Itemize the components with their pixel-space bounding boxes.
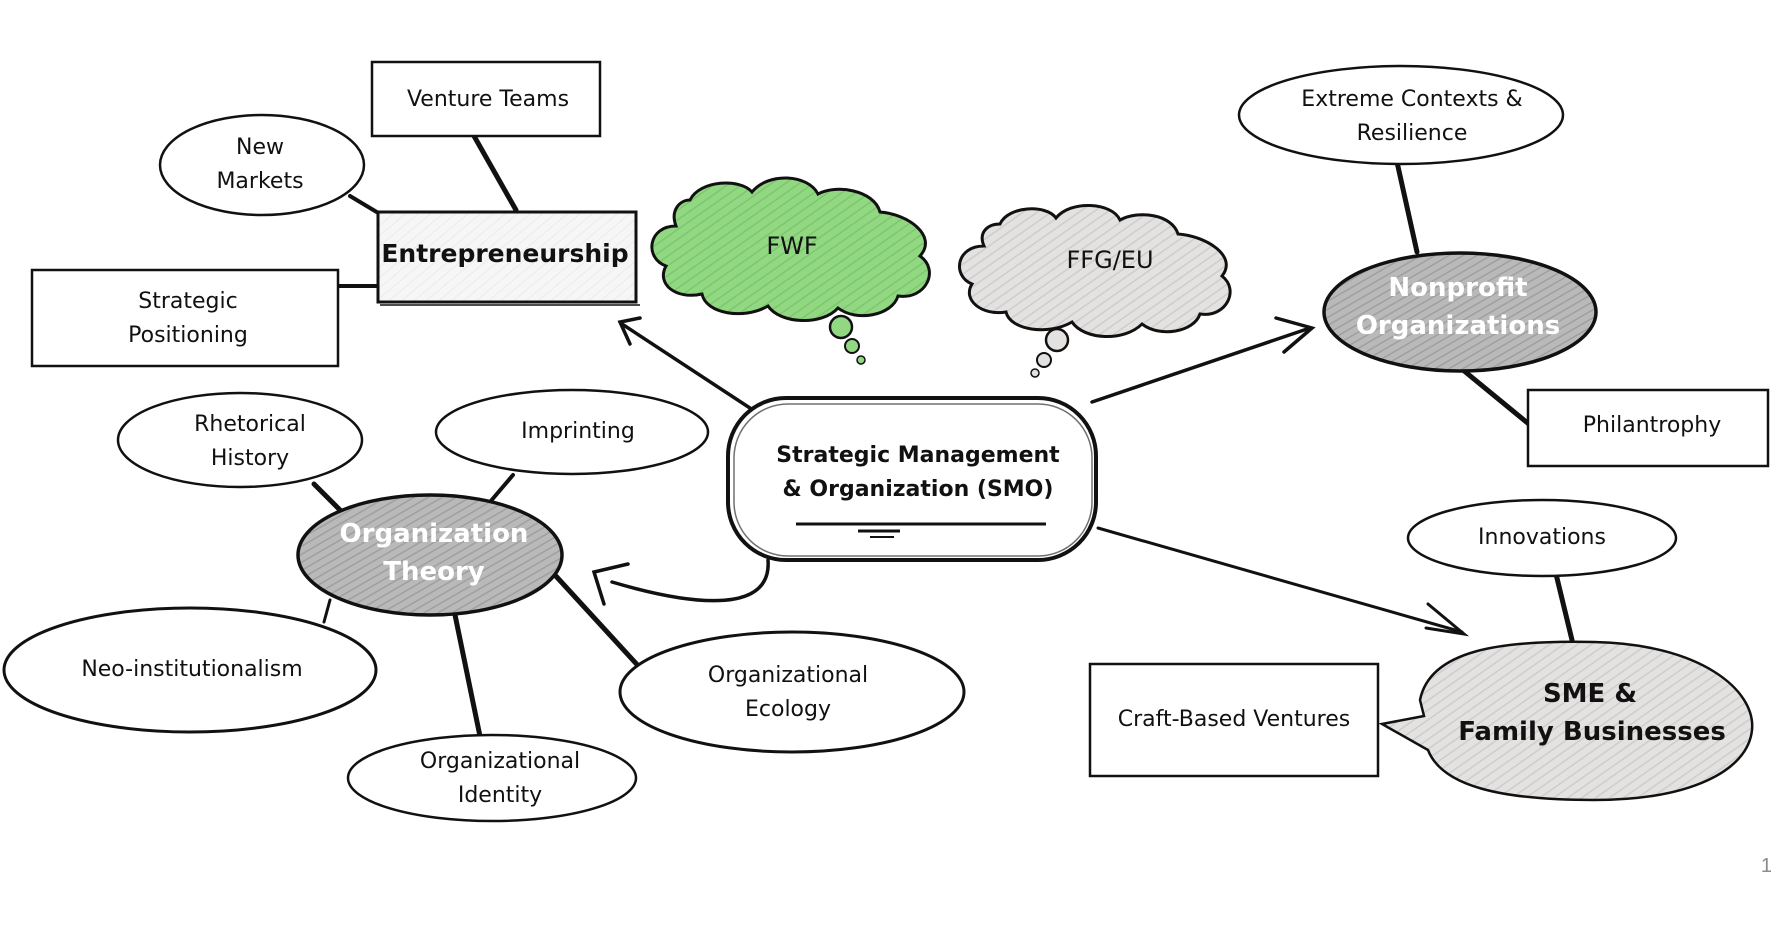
subtopic-imprinting[interactable]: Imprinting	[434, 388, 710, 476]
topic-node-nonprofit[interactable]: Nonprofit Organizations	[1322, 251, 1598, 373]
topic-label-entrepreneurship: Entrepreneurship	[381, 239, 628, 268]
subtopic-box	[30, 268, 340, 368]
connector-innovations	[1553, 571, 1575, 643]
subtopic-philantrophy[interactable]: Philantrophy	[1526, 388, 1770, 468]
subtopic-label-line1: Organizational	[708, 663, 868, 688]
topic-node-entrepreneurship[interactable]: Entrepreneurship	[376, 210, 640, 306]
cloud-shape	[650, 176, 931, 322]
funder-label-fwf: FWF	[766, 232, 817, 260]
connector-venture-teams	[471, 133, 519, 213]
subtopic-box	[1526, 388, 1770, 468]
subtopic-box	[370, 60, 602, 138]
subtopic-new-markets[interactable]: New Markets	[158, 113, 366, 217]
subtopic-label: Imprinting	[521, 419, 635, 444]
subtopic-label: Innovations	[1478, 525, 1606, 550]
subtopic-label-line2: Identity	[458, 783, 542, 808]
center-node-shape	[726, 396, 1098, 562]
subtopic-label-line1: Extreme Contexts &	[1301, 87, 1522, 112]
nonprofit-cluster: Extreme Contexts & Resilience Nonprofit …	[1237, 64, 1770, 468]
sme-cluster: Innovations Craft-Based Ventures SME & F…	[1088, 498, 1754, 802]
subtopic-innovations[interactable]: Innovations	[1406, 498, 1678, 578]
topic-ellipse	[1322, 251, 1598, 373]
subtopic-label-line2: History	[211, 446, 289, 471]
topic-label-line2: Family Businesses	[1458, 717, 1726, 747]
arrow-to-nonprofit	[1090, 316, 1316, 404]
topic-node-org-theory[interactable]: Organization Theory	[296, 493, 564, 617]
center-node-shape-sketch	[733, 403, 1093, 557]
subtopic-ellipse	[116, 391, 364, 489]
subtopic-ellipse	[1237, 64, 1565, 166]
subtopic-ellipse	[2, 606, 378, 734]
topic-label-line2: Theory	[383, 557, 485, 587]
subtopic-ellipse	[346, 733, 638, 823]
connector-neo-institutionalism	[322, 598, 332, 624]
org-theory-cluster: Rhetorical History Imprinting Organizati…	[2, 388, 966, 823]
subtopic-venture-teams[interactable]: Venture Teams	[370, 60, 602, 138]
subtopic-label-line1: Organizational	[420, 749, 580, 774]
topic-node-sme[interactable]: SME & Family Businesses	[1378, 640, 1754, 802]
subtopic-organizational-identity[interactable]: Organizational Identity	[346, 733, 638, 823]
funder-cloud-fwf: FWF	[650, 176, 931, 365]
subtopic-extreme-contexts[interactable]: Extreme Contexts & Resilience	[1237, 64, 1565, 166]
topic-label-line1: SME &	[1543, 679, 1637, 709]
connector-imprinting	[488, 473, 515, 504]
subtopic-box	[1088, 662, 1380, 778]
center-node-title-line2: & Organization (SMO)	[783, 477, 1054, 502]
arrow-to-entrepreneurship	[617, 316, 758, 414]
subtopic-strategic-positioning[interactable]: Strategic Positioning	[30, 268, 340, 368]
entrepreneurship-cluster: Entrepreneurship Venture Teams New Marke…	[30, 60, 640, 368]
subtopic-craft-based-ventures[interactable]: Craft-Based Ventures	[1088, 662, 1380, 778]
center-node-title-line1: Strategic Management	[776, 443, 1060, 468]
subtopic-ellipse	[618, 630, 966, 754]
connector-philantrophy	[1460, 367, 1533, 428]
topic-label-line2: Organizations	[1356, 311, 1560, 341]
topic-label-line1: Nonprofit	[1388, 273, 1527, 303]
arrow-to-org-theory	[591, 558, 770, 606]
subtopic-label: Craft-Based Ventures	[1118, 707, 1351, 732]
connector-organizational-ecology	[551, 571, 645, 673]
subtopic-organizational-ecology[interactable]: Organizational Ecology	[618, 630, 966, 754]
subtopic-label-line2: Positioning	[128, 323, 248, 348]
connector-organizational-identity	[451, 607, 485, 749]
subtopic-label-line1: Strategic	[138, 289, 237, 314]
topic-label-line1: Organization	[340, 519, 529, 549]
center-node-smo[interactable]: Strategic Management & Organization (SMO…	[726, 396, 1098, 562]
subtopic-ellipse	[434, 388, 710, 476]
arrow-to-sme	[1096, 526, 1470, 637]
thought-bubble-small	[856, 355, 866, 365]
thought-bubble-small	[1030, 368, 1040, 378]
subtopic-rhetorical-history[interactable]: Rhetorical History	[116, 391, 364, 489]
subtopic-ellipse	[1406, 498, 1678, 578]
subtopic-neo-institutionalism[interactable]: Neo-institutionalism	[2, 606, 378, 734]
topic-ellipse	[296, 493, 564, 617]
subtopic-ellipse	[158, 113, 366, 217]
funder-cloud-ffg-eu: FFG/EU	[958, 204, 1232, 378]
subtopic-label-line2: Resilience	[1357, 121, 1468, 146]
thought-bubble-medium	[844, 338, 860, 354]
thought-bubble-large	[1044, 327, 1070, 353]
topic-box	[376, 210, 638, 304]
subtopic-label: Philantrophy	[1583, 413, 1721, 438]
thought-bubble-medium	[1036, 352, 1052, 368]
slide-page-number: 1	[1760, 855, 1772, 877]
subtopic-label-line2: Markets	[216, 169, 303, 194]
subtopic-label: Venture Teams	[407, 87, 569, 112]
thought-bubble-large	[828, 314, 854, 340]
connector-extreme-contexts	[1394, 159, 1420, 255]
subtopic-label-line1: Rhetorical	[194, 412, 306, 437]
subtopic-label: Neo-institutionalism	[81, 657, 302, 682]
funder-label-ffg-eu: FFG/EU	[1066, 246, 1153, 274]
connector-new-markets	[348, 194, 382, 216]
subtopic-label-line1: New	[236, 135, 284, 160]
subtopic-label-line2: Ecology	[745, 697, 831, 722]
connector-rhetorical-history	[311, 481, 343, 513]
cloud-shape	[958, 204, 1232, 338]
speech-bubble-shape	[1378, 640, 1754, 802]
connectors	[311, 133, 1575, 749]
